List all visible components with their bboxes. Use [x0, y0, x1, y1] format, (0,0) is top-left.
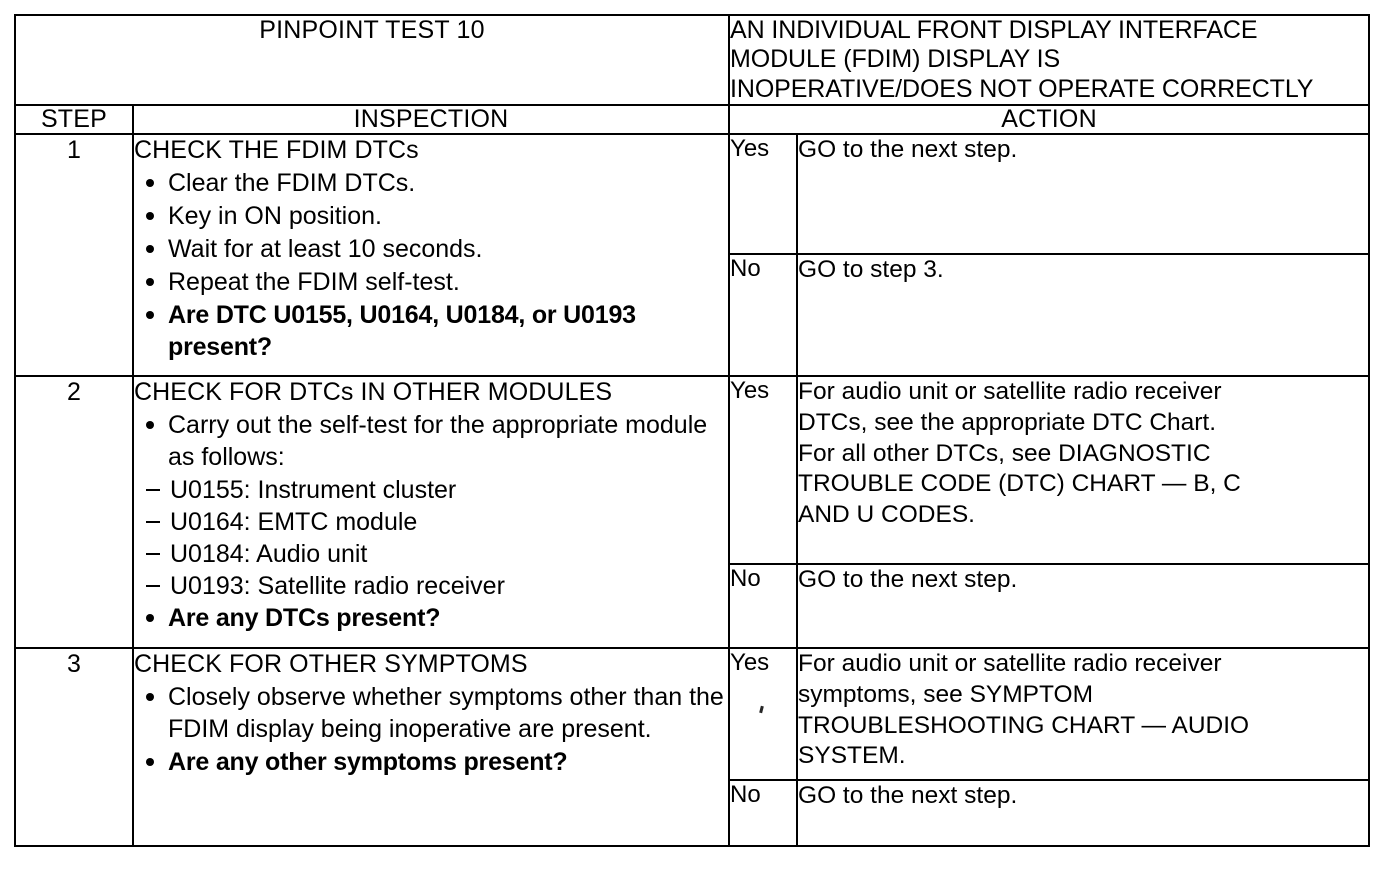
inspection-heading: CHECK FOR OTHER SYMPTOMS	[134, 650, 528, 679]
list-item: Carry out the self-test for the appropri…	[134, 409, 728, 473]
step-number: 1	[14, 133, 134, 378]
list-item: Key in ON position.	[134, 200, 728, 232]
action-line: GO to the next step.	[798, 566, 1018, 594]
column-header-inspection: INSPECTION	[131, 103, 731, 136]
step-number: 3	[14, 647, 134, 848]
table-header-row: STEP INSPECTION ACTION	[14, 103, 1371, 136]
action-line: GO to step 3.	[798, 256, 944, 284]
list-item: U0184: Audio unit	[134, 538, 728, 570]
action-line: For all other DTCs, see DIAGNOSTIC	[798, 439, 1211, 467]
action-no: GO to the next step.	[796, 779, 1371, 848]
pinpoint-test-subject: AN INDIVIDUAL FRONT DISPLAY INTERFACE MO…	[728, 14, 1371, 106]
inspection-heading: CHECK FOR DTCs IN OTHER MODULES	[134, 378, 613, 407]
action-no: GO to the next step.	[796, 563, 1371, 650]
action-line: GO to the next step.	[798, 136, 1018, 164]
inspection-bullet-list: Carry out the self-test for the appropri…	[134, 409, 728, 473]
inspection-question: Are DTC U0155, U0164, U0184, or U0193 pr…	[134, 299, 728, 363]
inspection-heading: CHECK THE FDIM DTCs	[134, 136, 419, 165]
list-item: Closely observe whether symptoms other t…	[134, 681, 728, 745]
list-item: Wait for at least 10 seconds.	[134, 233, 728, 265]
action-line: TROUBLE CODE (DTC) CHART — B, C	[798, 470, 1241, 498]
answer-label-no: No	[728, 779, 799, 848]
column-header-step: STEP	[14, 103, 134, 136]
action-line: SYSTEM.	[798, 742, 906, 770]
list-item: U0155: Instrument cluster	[134, 474, 728, 506]
step-inspection: CHECK FOR DTCs IN OTHER MODULES Carry ou…	[131, 375, 731, 650]
answer-label-yes: Yes	[728, 647, 799, 782]
answer-label-yes: Yes	[728, 133, 799, 256]
inspection-question: Are any other symptoms present?	[134, 746, 728, 778]
table-row: No GO to the next step.	[15, 779, 1371, 848]
pinpoint-test-label: PINPOINT TEST 10	[13, 14, 731, 106]
inspection-sublist: U0155: Instrument cluster U0164: EMTC mo…	[134, 474, 728, 602]
inspection-bullet-list: Closely observe whether symptoms other t…	[134, 681, 728, 778]
action-line: For audio unit or satellite radio receiv…	[798, 378, 1222, 406]
answer-label-yes: Yes	[728, 375, 799, 566]
table-row: 2 CHECK FOR DTCs IN OTHER MODULES Carry …	[14, 375, 1371, 650]
step-inspection: CHECK THE FDIM DTCs Clear the FDIM DTCs.…	[131, 133, 731, 378]
pinpoint-test-table: PINPOINT TEST 10 AN INDIVIDUAL FRONT DIS…	[13, 14, 1371, 848]
table-row: No GO to the next step.	[15, 563, 1371, 650]
inspection-bullet-list: Clear the FDIM DTCs. Key in ON position.…	[134, 167, 728, 363]
subject-line-1: AN INDIVIDUAL FRONT DISPLAY INTERFACE MO…	[730, 16, 1258, 74]
inspection-question: Are any DTCs present?	[134, 602, 728, 634]
subject-line-2: INOPERATIVE/DOES NOT OPERATE CORRECTLY	[730, 74, 1314, 103]
table-row: No GO to step 3.	[15, 253, 1371, 378]
list-item: Repeat the FDIM self-test.	[134, 266, 728, 298]
action-yes: For audio unit or satellite radio receiv…	[796, 375, 1371, 566]
list-item: U0193: Satellite radio receiver	[134, 570, 728, 602]
action-line: DTCs, see the appropriate DTC Chart.	[798, 408, 1217, 436]
action-line: GO to the next step.	[798, 782, 1018, 810]
list-item: U0164: EMTC module	[134, 506, 728, 538]
table-title-row: PINPOINT TEST 10 AN INDIVIDUAL FRONT DIS…	[13, 14, 1371, 106]
list-item: Clear the FDIM DTCs.	[134, 167, 728, 199]
table-row: 3 CHECK FOR OTHER SYMPTOMS Closely obser…	[14, 647, 1371, 848]
action-line: For audio unit or satellite radio receiv…	[798, 650, 1222, 678]
action-line: AND U CODES.	[798, 500, 975, 528]
answer-label-no: No	[728, 563, 799, 650]
step-inspection: CHECK FOR OTHER SYMPTOMS Closely observe…	[131, 647, 731, 848]
column-header-action: ACTION	[728, 103, 1371, 136]
action-line: TROUBLESHOOTING CHART — AUDIO	[798, 711, 1250, 739]
inspection-bullet-list-after: Are any DTCs present?	[134, 602, 728, 634]
action-line: symptoms, see SYMPTOM	[798, 680, 1093, 708]
step-number: 2	[14, 375, 134, 650]
action-no: GO to step 3.	[796, 253, 1371, 378]
action-yes: For audio unit or satellite radio receiv…	[796, 647, 1371, 782]
table-row: 1 CHECK THE FDIM DTCs Clear the FDIM DTC…	[14, 133, 1371, 378]
action-yes: GO to the next step.	[796, 133, 1371, 256]
answer-label-no: No	[728, 253, 799, 378]
